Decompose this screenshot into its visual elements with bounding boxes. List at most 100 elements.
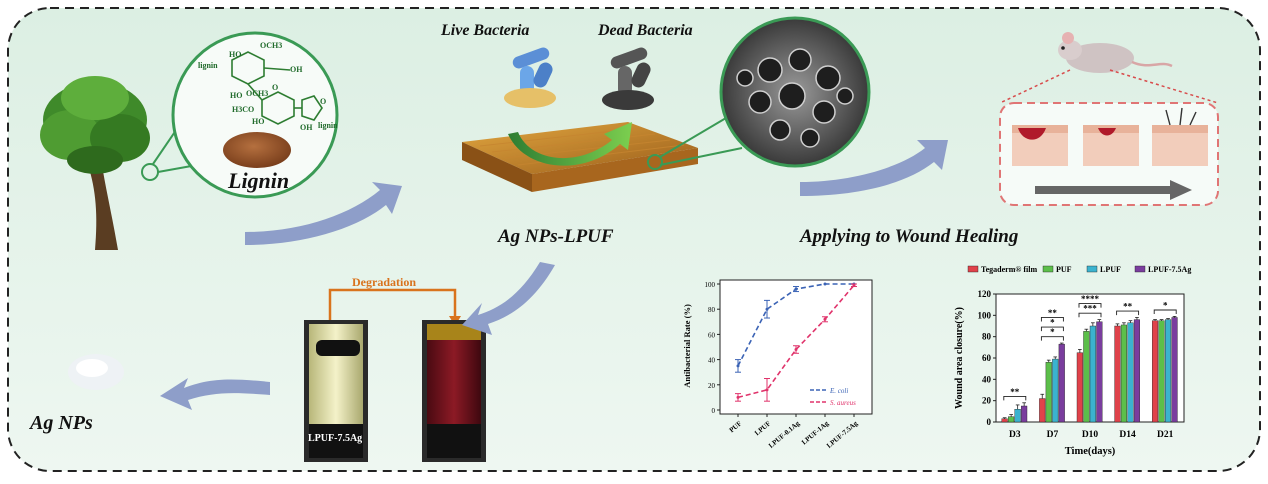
chart2-xtick-label: D10 bbox=[1082, 430, 1099, 440]
degradation-bracket bbox=[328, 288, 457, 323]
chart2-legend-swatch bbox=[967, 265, 979, 273]
sem-pores bbox=[736, 48, 854, 148]
lignin-circle bbox=[171, 31, 339, 199]
structure-label-h3co: H3CO bbox=[232, 105, 254, 114]
chart2-significance-label: * bbox=[1050, 318, 1055, 328]
chart2-bar bbox=[1164, 319, 1172, 423]
structure-label-oh-1: OH bbox=[290, 65, 303, 74]
structure-label-ho-1: HO bbox=[229, 50, 241, 59]
chart1-point bbox=[823, 317, 827, 321]
chart1-ytick-label: 100 bbox=[705, 281, 716, 289]
chart2-ylabel: Wound area closure(%) bbox=[954, 307, 965, 409]
vial-label: LPUF-7.5Ag bbox=[308, 433, 363, 444]
chart2-xtick-label: D14 bbox=[1119, 430, 1136, 440]
skin-stage-2 bbox=[1083, 125, 1139, 166]
chart2-ytick-label: 60 bbox=[982, 353, 992, 363]
chart2-ytick-label: 0 bbox=[987, 417, 992, 427]
chart2-bar bbox=[1058, 343, 1065, 423]
dead-bacteria-icon bbox=[602, 47, 654, 110]
chart2-legend-label: LPUF bbox=[1100, 265, 1121, 274]
kill-arrow bbox=[508, 122, 632, 166]
chart2-xtick-label: D7 bbox=[1047, 430, 1059, 440]
chart2-significance-label: ** bbox=[1123, 302, 1133, 312]
chart1-ytick-label: 40 bbox=[708, 357, 716, 365]
chart1-ytick-label: 60 bbox=[708, 331, 716, 339]
chart2-bar bbox=[1127, 322, 1134, 423]
chart2-ytick-label: 100 bbox=[978, 310, 992, 320]
chart1-series-line bbox=[737, 284, 855, 399]
chart1-ylabel: Antibacterial Rate (%) bbox=[682, 304, 692, 388]
chart2-legend-label: PUF bbox=[1056, 265, 1072, 274]
chart2-legend-swatch bbox=[1042, 265, 1054, 273]
chart2-bar bbox=[1039, 398, 1046, 423]
chart2-bar bbox=[1089, 325, 1096, 423]
chart2-significance-bracket bbox=[1040, 336, 1064, 341]
chart2-significance-label: ** bbox=[1048, 308, 1058, 318]
chart2-bar bbox=[1151, 320, 1159, 423]
chart2-significance-bracket bbox=[1040, 326, 1064, 332]
chart2-legend-label: Tegaderm® film bbox=[981, 265, 1037, 274]
chart2-legend-label: LPUF-7.5Ag bbox=[1148, 265, 1191, 274]
chart1-point bbox=[736, 364, 740, 368]
chart2-significance-label: ** bbox=[1010, 387, 1020, 397]
chart1-point bbox=[765, 388, 769, 392]
chart2-bar bbox=[1045, 362, 1052, 423]
chart2-xlabel: Time(days) bbox=[1065, 446, 1116, 457]
chart1-point bbox=[736, 395, 740, 399]
vial-after bbox=[422, 320, 486, 462]
chart2-significance-bracket bbox=[1116, 310, 1140, 316]
degradation-label: Degradation bbox=[352, 275, 416, 289]
chart2-bar bbox=[1120, 324, 1127, 423]
structure-label-oh-2: OH bbox=[300, 123, 313, 132]
chart2-xtick-label: D21 bbox=[1157, 430, 1174, 440]
chart2-significance-bracket bbox=[1078, 303, 1102, 308]
arrow-to-wound bbox=[800, 140, 948, 196]
chart2-bar bbox=[1008, 416, 1015, 423]
structure-label-och3-top: OCH3 bbox=[260, 41, 282, 50]
structure-label-ho-2: HO bbox=[230, 91, 242, 100]
chart2-significance-label: * bbox=[1163, 301, 1168, 311]
chart2-bar bbox=[1114, 325, 1121, 423]
chart1-point bbox=[794, 348, 798, 352]
vial-before bbox=[304, 320, 368, 462]
chart1-point bbox=[852, 283, 856, 287]
structure-label-lignin-right: lignin bbox=[318, 121, 338, 130]
chart2-bar bbox=[1171, 317, 1178, 423]
healing-progress-arrow bbox=[1035, 180, 1192, 200]
chart2-ytick-label: 80 bbox=[982, 332, 992, 342]
chart2-ytick-label: 40 bbox=[982, 374, 992, 384]
structure-label-ho-3: HO bbox=[252, 117, 264, 126]
chart2-significance-label: * bbox=[1050, 327, 1055, 337]
lignin-structure bbox=[231, 51, 323, 125]
arrow-to-foam bbox=[245, 182, 402, 245]
ag-nps-powder bbox=[68, 354, 124, 390]
lignin-structure-labels: OCH3 HO OH lignin O OCH3 HO H3CO HO O OH… bbox=[198, 41, 338, 132]
chart2-bar bbox=[1001, 418, 1008, 423]
arrow-to-ag-nps bbox=[160, 378, 270, 410]
chart1-legend-label: S. aureus bbox=[830, 399, 856, 407]
chart1-legend-label: E. coli bbox=[829, 387, 848, 395]
tree-illustration bbox=[40, 76, 150, 250]
chart1-point bbox=[823, 282, 827, 286]
ag-nps-label: Ag NPs bbox=[30, 412, 93, 434]
chart2-xtick-label: D3 bbox=[1009, 430, 1021, 440]
chart2-significance-bracket bbox=[1003, 395, 1027, 401]
lignin-powder bbox=[223, 132, 291, 168]
wound-closure-chart: Wound area closure(%) Time(days) 0204060… bbox=[954, 265, 1191, 457]
chart1-point bbox=[765, 307, 769, 311]
skin-stage-1 bbox=[1012, 125, 1068, 166]
structure-label-o: O bbox=[272, 83, 278, 92]
chart2-significance-bracket bbox=[1078, 312, 1102, 318]
ag-nps-lpuf-label: Ag NPs-LPUF bbox=[498, 226, 614, 247]
dead-bacteria-label: Dead Bacteria bbox=[598, 22, 693, 39]
chart2-legend-swatch bbox=[1134, 265, 1146, 273]
arrow-to-degradation bbox=[462, 262, 555, 335]
live-bacteria-label: Live Bacteria bbox=[441, 22, 530, 39]
chart2-bar bbox=[1133, 319, 1140, 423]
structure-label-lignin-left: lignin bbox=[198, 61, 218, 70]
skin-stage-3 bbox=[1152, 107, 1208, 166]
chart2-ytick-label: 120 bbox=[978, 289, 992, 299]
mouse-illustration bbox=[1058, 32, 1173, 73]
